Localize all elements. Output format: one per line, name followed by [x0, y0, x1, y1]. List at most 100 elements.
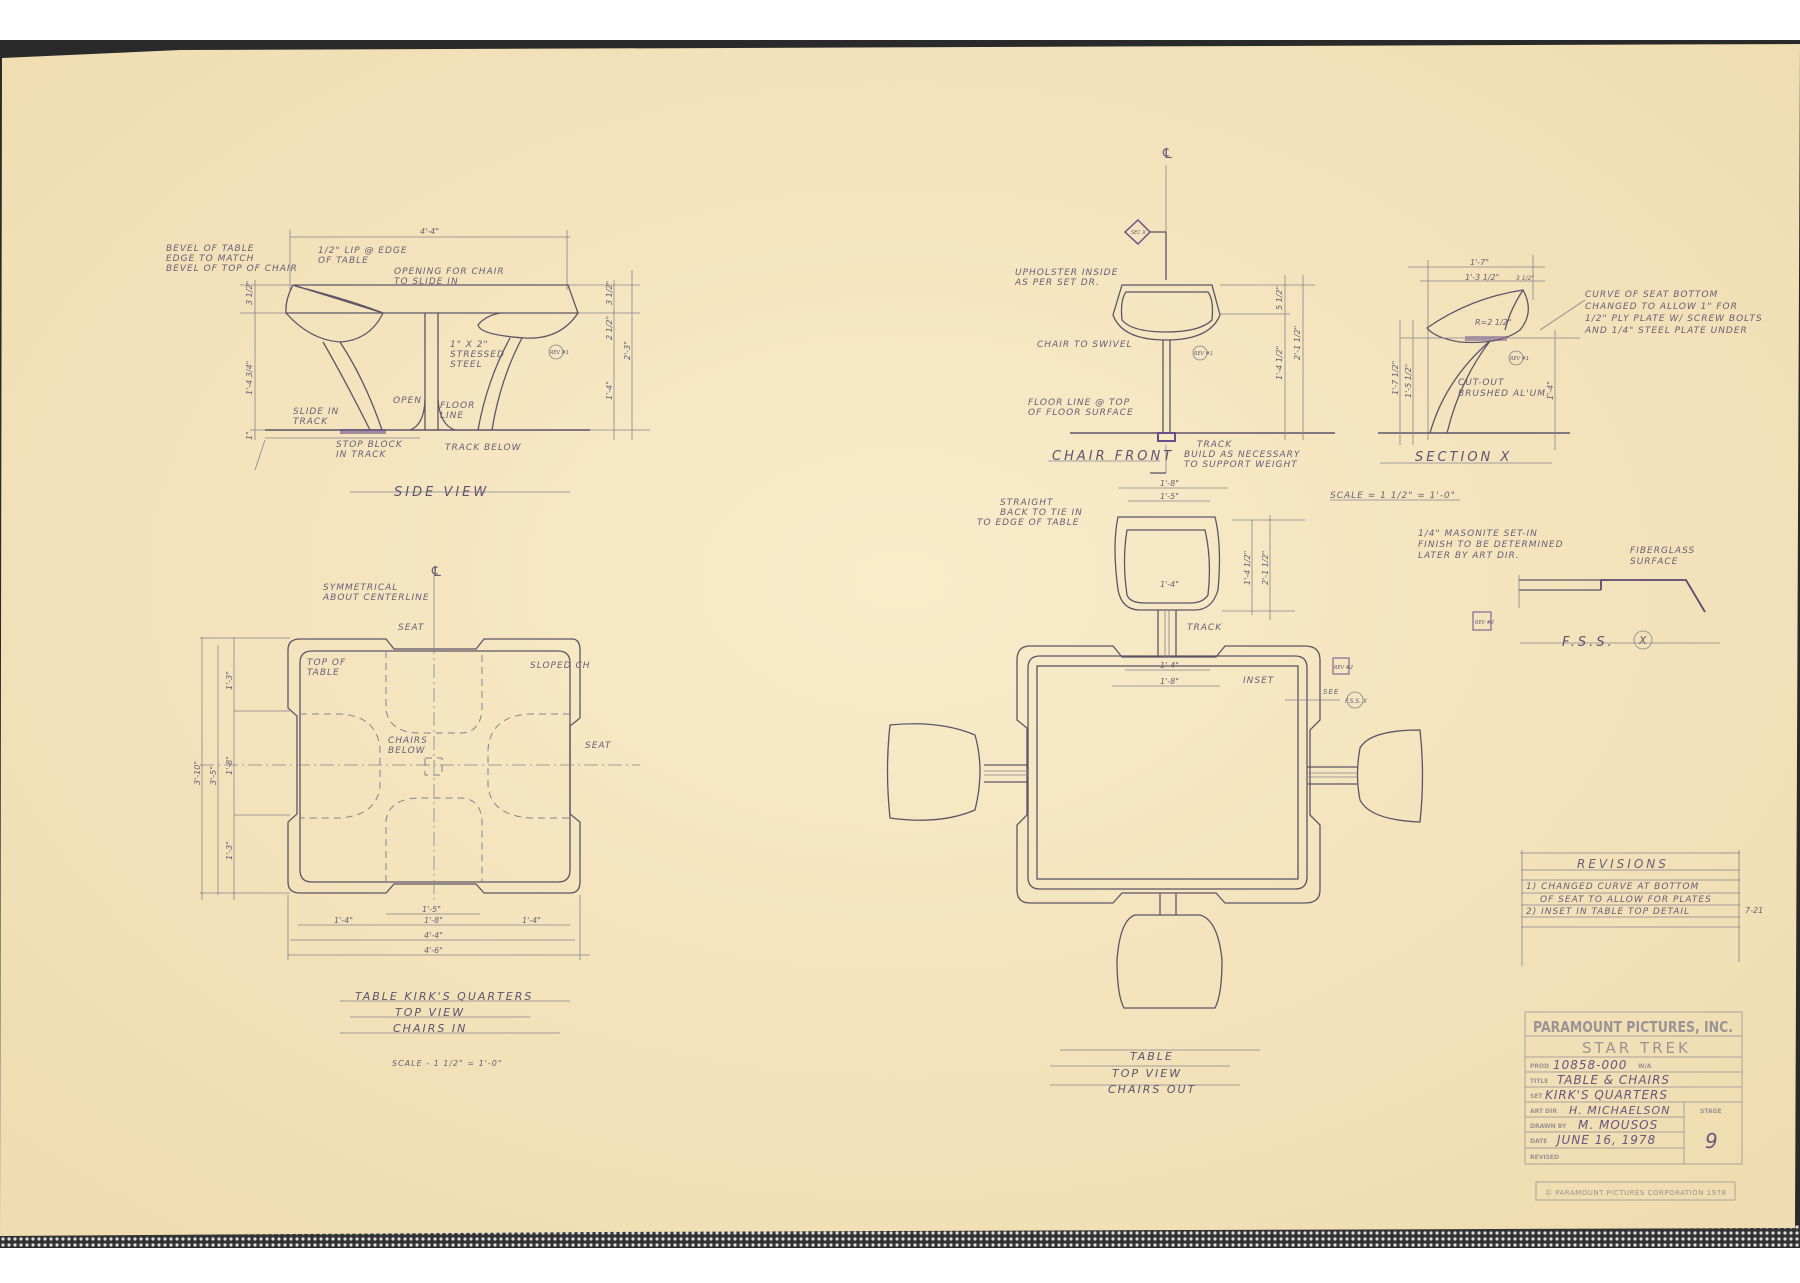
note: INSET — [1243, 676, 1275, 686]
note: TOP OF — [307, 658, 346, 668]
section-x-drawing — [1330, 255, 1586, 501]
note: IN TRACK — [336, 450, 386, 460]
note: CHAIRS — [388, 736, 428, 746]
note: F.S.S. X — [1345, 698, 1368, 705]
note: FINISH TO BE DETERMINED — [1418, 540, 1564, 550]
note: CHANGED TO ALLOW 1" FOR — [1585, 302, 1738, 312]
top-view-in-title: TABLE KIRK'S QUARTERS — [355, 990, 533, 1003]
dimension: 1'-4 1/2" — [1243, 551, 1252, 585]
svg-text:REV #1: REV #1 — [1194, 351, 1213, 357]
title-block-company: PARAMOUNT PICTURES, INC. — [1533, 1018, 1733, 1036]
note: OPENING FOR CHAIR — [394, 267, 505, 277]
dimension: 1'-3" — [225, 671, 234, 690]
dimension: 1'-4 3/4" — [245, 361, 254, 395]
svg-text:REV #1: REV #1 — [1510, 356, 1529, 362]
title-block-drawn-by: M. MOUSOS — [1578, 1118, 1658, 1132]
side-view-drawing — [240, 230, 650, 493]
section-cut-marker: SEC X — [1123, 218, 1152, 246]
chair-front-rev-tag: REV #1 — [1192, 345, 1213, 361]
note: UPHOLSTER INSIDE — [1015, 268, 1118, 278]
svg-text:REV #2: REV #2 — [1334, 665, 1353, 671]
title-block-date: JUNE 16, 1978 — [1555, 1133, 1656, 1147]
note: LATER BY ART DIR. — [1418, 551, 1520, 561]
title-block-show: STAR TREK — [1582, 1039, 1691, 1057]
top-view-out-rev-tag: REV #2 — [1332, 657, 1353, 675]
label: SET — [1530, 1093, 1543, 1100]
dimension: 3 1/2" — [245, 281, 254, 305]
note: AS PER SET DR. — [1014, 278, 1100, 288]
note: OPEN — [393, 396, 422, 406]
top-view-chairs-in-drawing — [200, 575, 640, 1034]
dimension: 1'-5 1/2" — [1404, 364, 1413, 398]
dimension: 1'-4" — [522, 916, 541, 925]
note: AND 1/4" STEEL PLATE UNDER — [1584, 326, 1748, 336]
note: BELOW — [388, 746, 426, 756]
centerline-symbol: ℄ — [430, 564, 444, 580]
note: SEAT — [398, 623, 425, 633]
fss-detail-drawing — [1518, 575, 1720, 650]
note: SEAT — [585, 741, 612, 751]
scale-note: SCALE = 1 1/2" = 1'-0" — [1330, 491, 1456, 501]
note: 1/2" PLY PLATE W/ SCREW BOLTS — [1585, 314, 1763, 324]
dimension: 1" — [245, 431, 254, 440]
dimension: 4'-4" — [424, 931, 443, 940]
label: STAGE — [1700, 1108, 1722, 1115]
note: SLOPED CH — [530, 661, 591, 671]
copyright-notice: © PARAMOUNT PICTURES CORPORATION 1978 — [1545, 1189, 1727, 1197]
dimension: 1'-4" — [1160, 661, 1179, 670]
dimension: 3'-10" — [193, 761, 202, 785]
dimension: 1'-8" — [225, 756, 234, 775]
revisions-table — [1520, 850, 1740, 966]
side-view-title: SIDE VIEW — [394, 485, 489, 500]
fss-callout-circle — [1346, 691, 1364, 709]
revision-entry: OF SEAT TO ALLOW FOR PLATES — [1540, 895, 1712, 905]
note: TABLE — [307, 668, 340, 678]
fss-marker-circle — [1633, 630, 1653, 650]
revision-entry: 2) INSET IN TABLE TOP DETAIL — [1526, 907, 1690, 917]
note: EDGE TO MATCH — [166, 254, 254, 264]
note: FLOOR — [440, 401, 475, 411]
label: ART DIR — [1530, 1108, 1557, 1115]
dimension: 5 1/2" — [1275, 286, 1284, 310]
dimension: 2 1/2" — [605, 316, 614, 340]
note: TRACK BELOW — [445, 443, 522, 453]
dimension: 2'-1 1/2" — [1261, 551, 1270, 585]
note: TO EDGE OF TABLE — [977, 518, 1079, 528]
dimension: 1'-5" — [422, 905, 441, 914]
note: CUT-OUT — [1458, 378, 1505, 388]
title-block-set: KIRK'S QUARTERS — [1545, 1088, 1668, 1102]
top-view-out-title: TOP VIEW — [1112, 1067, 1182, 1080]
title-block — [1524, 1011, 1743, 1201]
chair-front-title: CHAIR FRONT — [1052, 449, 1174, 464]
dimension: 4'-6" — [424, 946, 443, 955]
dimension: R=2 1/2" — [1475, 318, 1511, 327]
dimension: 1'-8" — [424, 916, 443, 925]
dimension: 4'-4" — [420, 227, 439, 236]
revision-date: 7-21 — [1745, 906, 1763, 915]
note: STRAIGHT — [1000, 498, 1054, 508]
centerline-symbol: ℄ — [1161, 146, 1175, 162]
fss-rev-tag: REV #2 — [1472, 611, 1494, 631]
dimension: 1'-5" — [1160, 492, 1179, 501]
dimension: 1'-7 1/2" — [1391, 361, 1400, 395]
dimension: 1'-4" — [605, 381, 614, 400]
dimension: 2'-1 1/2" — [1293, 326, 1302, 360]
note: SURFACE — [1630, 557, 1678, 567]
note: SEE — [1323, 688, 1339, 696]
dimension: 1'-4 1/2" — [1275, 346, 1284, 380]
title-block-stage: 9 — [1705, 1129, 1719, 1153]
top-view-in-title: CHAIRS IN — [393, 1022, 467, 1035]
label: DRAWN BY — [1530, 1123, 1567, 1130]
fss-marker: X — [1638, 634, 1647, 647]
label: W/A — [1638, 1063, 1652, 1070]
side-view-rev-tag: REV #1 — [548, 344, 569, 360]
note: SYMMETRICAL — [323, 583, 398, 593]
svg-text:SEC X: SEC X — [1131, 230, 1146, 236]
dimension: 1'-3 1/2" — [1465, 273, 1499, 282]
note: CURVE OF SEAT BOTTOM — [1585, 290, 1718, 300]
label: TITLE — [1530, 1078, 1548, 1085]
svg-text:REV #2: REV #2 — [1475, 620, 1494, 626]
title-block-title: TABLE & CHAIRS — [1557, 1073, 1670, 1087]
title-block-prod: 10858-000 — [1553, 1058, 1627, 1072]
note: TRACK — [293, 417, 328, 427]
